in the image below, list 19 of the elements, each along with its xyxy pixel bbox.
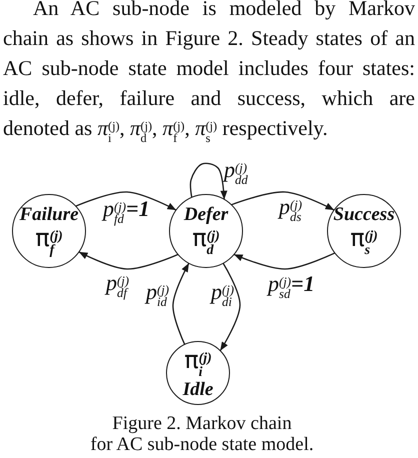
state-circle [169, 194, 243, 268]
transition-arrow [75, 191, 176, 211]
state-circle [166, 341, 230, 405]
state-circle [327, 194, 401, 268]
transition-arrow [220, 262, 241, 352]
state-circle [12, 194, 86, 268]
figure-caption: Figure 2. Markov chain for AC sub-node state model. [89, 413, 315, 455]
state-name: Failure [19, 204, 79, 224]
edge-label: p$^{(j)}$$_{fd}$=1 [103, 196, 150, 226]
edge-label: p$^{(j)}$$_{sd}$=1 [268, 271, 315, 302]
transition-arrow [172, 262, 190, 345]
body-paragraph: An AC sub-node is modeled by Markov chain as shows in Figure 2. Steady states of an AC sub-node state model includes four states: idle, defer, failure and success, which are denoted as π$^{(j)}$$_{i}$, π$^{(j)}$$_{d}$, π$^{(j)}$$_{f}$, π$^{(j)}$$_{s}$ respectively. [3, 0, 415, 144]
transition-arrow [78, 251, 178, 270]
transition-arrow [234, 252, 336, 270]
state-name: Idle [182, 380, 214, 400]
state-name: Defer [184, 204, 228, 224]
transition-arrow [190, 162, 228, 200]
transition-arrow [231, 191, 334, 211]
state-name: Success [333, 204, 395, 224]
